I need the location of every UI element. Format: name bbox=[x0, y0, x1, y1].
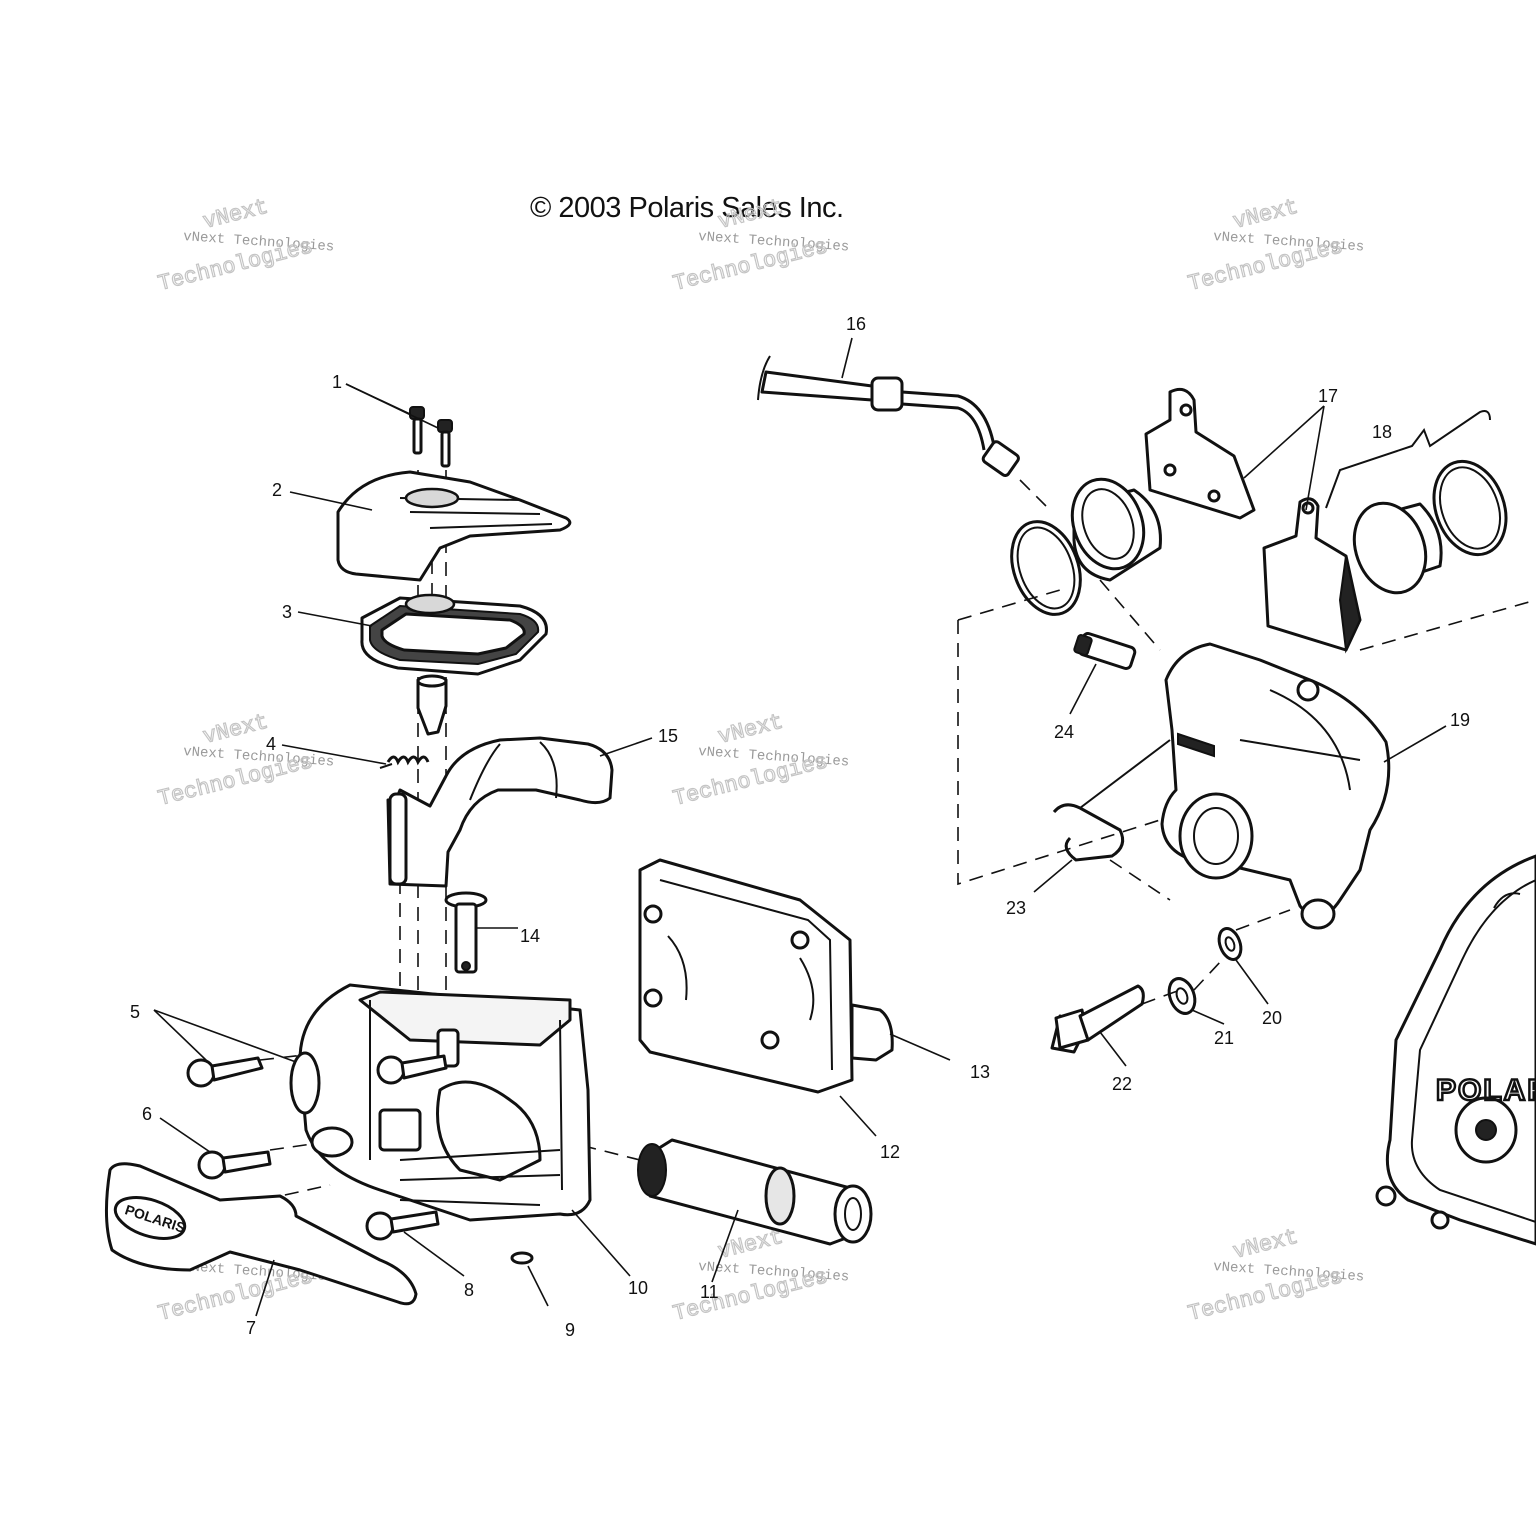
callout-6: 6 bbox=[142, 1104, 152, 1124]
part-21-washer bbox=[1167, 977, 1197, 1015]
part-2-reservoir-cover bbox=[336, 470, 572, 582]
watermark-top-left: vNext vNext Technologies Technologies bbox=[155, 194, 335, 297]
callout-18: 18 bbox=[1372, 422, 1392, 442]
part-8-screw bbox=[365, 1210, 440, 1241]
callout-7: 7 bbox=[246, 1318, 256, 1338]
part-16-brake-hose bbox=[757, 355, 1020, 477]
valve-insert bbox=[416, 674, 448, 736]
copyright-notice: © 2003 Polaris Sales Inc. bbox=[530, 192, 844, 224]
part-24-bleeder-screw bbox=[1073, 631, 1137, 671]
part-12-caliper-cover bbox=[638, 858, 854, 1094]
callout-19: 19 bbox=[1450, 710, 1470, 730]
part-4-spring bbox=[379, 755, 430, 769]
part-14-pivot-pin bbox=[444, 891, 488, 974]
callout-22: 22 bbox=[1112, 1074, 1132, 1094]
svg-text:vNext: vNext bbox=[201, 195, 271, 235]
callout-11: 11 bbox=[700, 1282, 719, 1302]
part-19-caliper-body bbox=[1160, 642, 1391, 930]
callout-12: 12 bbox=[880, 1142, 900, 1162]
polaris-logo: POLARIS bbox=[1436, 1074, 1536, 1107]
svg-text:vNext: vNext bbox=[716, 710, 786, 750]
assembly-lines-right bbox=[957, 479, 1536, 1005]
part-7-brake-lever: POLARIS bbox=[104, 1162, 418, 1306]
leader-lines bbox=[153, 337, 1447, 1317]
callout-9: 9 bbox=[565, 1320, 575, 1340]
callout-8: 8 bbox=[464, 1280, 474, 1300]
part-15-thumb-lever bbox=[386, 736, 614, 888]
callout-2: 2 bbox=[272, 480, 282, 500]
svg-text:vNext: vNext bbox=[716, 195, 786, 235]
callout-14: 14 bbox=[520, 926, 540, 946]
callout-23: 23 bbox=[1006, 898, 1026, 918]
callout-3: 3 bbox=[282, 602, 292, 622]
callout-5: 5 bbox=[130, 1002, 140, 1022]
callout-10: 10 bbox=[628, 1278, 648, 1298]
callout-numbers: 1 2 3 4 5 6 7 8 9 10 11 12 13 14 15 16 1… bbox=[130, 314, 1470, 1340]
svg-text:vNext: vNext bbox=[1231, 1225, 1301, 1265]
part-11-piston bbox=[637, 1138, 873, 1246]
part-10-master-cylinder-body bbox=[289, 983, 592, 1222]
part-1-screws bbox=[409, 406, 453, 468]
part-17-brake-pads bbox=[1144, 387, 1362, 654]
part-5-screws bbox=[186, 1054, 448, 1088]
callout-24: 24 bbox=[1054, 722, 1074, 742]
watermark-bottom-right: vNext vNext Technologies Technologies bbox=[1185, 1224, 1365, 1327]
part-20-washer bbox=[1217, 927, 1243, 961]
svg-text:vNext: vNext bbox=[1231, 195, 1301, 235]
part-22-bolt bbox=[1050, 984, 1145, 1054]
callout-1: 1 bbox=[332, 372, 342, 392]
callout-20: 20 bbox=[1262, 1008, 1282, 1028]
svg-text:vNext: vNext bbox=[201, 710, 271, 750]
watermark-top-center: vNext vNext Technologies Technologies bbox=[670, 194, 850, 297]
watermark-top-right: vNext vNext Technologies Technologies bbox=[1185, 194, 1365, 297]
watermark-mid-left: vNext vNext Technologies Technologies bbox=[155, 709, 335, 812]
callout-15: 15 bbox=[658, 726, 678, 746]
part-18-pistons-seals bbox=[1010, 410, 1508, 616]
drive-cover-with-logo: POLARIS bbox=[1375, 854, 1536, 1246]
callout-4: 4 bbox=[266, 734, 276, 754]
callout-16: 16 bbox=[846, 314, 866, 334]
watermark-mid-center: vNext vNext Technologies Technologies bbox=[670, 709, 850, 812]
part-23-clip bbox=[1052, 739, 1171, 862]
callout-21: 21 bbox=[1214, 1028, 1234, 1048]
part-6-screw bbox=[197, 1150, 272, 1180]
callout-13: 13 bbox=[970, 1062, 990, 1082]
part-9-washer bbox=[510, 1251, 534, 1265]
part-13-caliper-boss bbox=[850, 1003, 894, 1062]
part-3-diaphragm bbox=[360, 593, 548, 676]
callout-17: 17 bbox=[1318, 386, 1338, 406]
